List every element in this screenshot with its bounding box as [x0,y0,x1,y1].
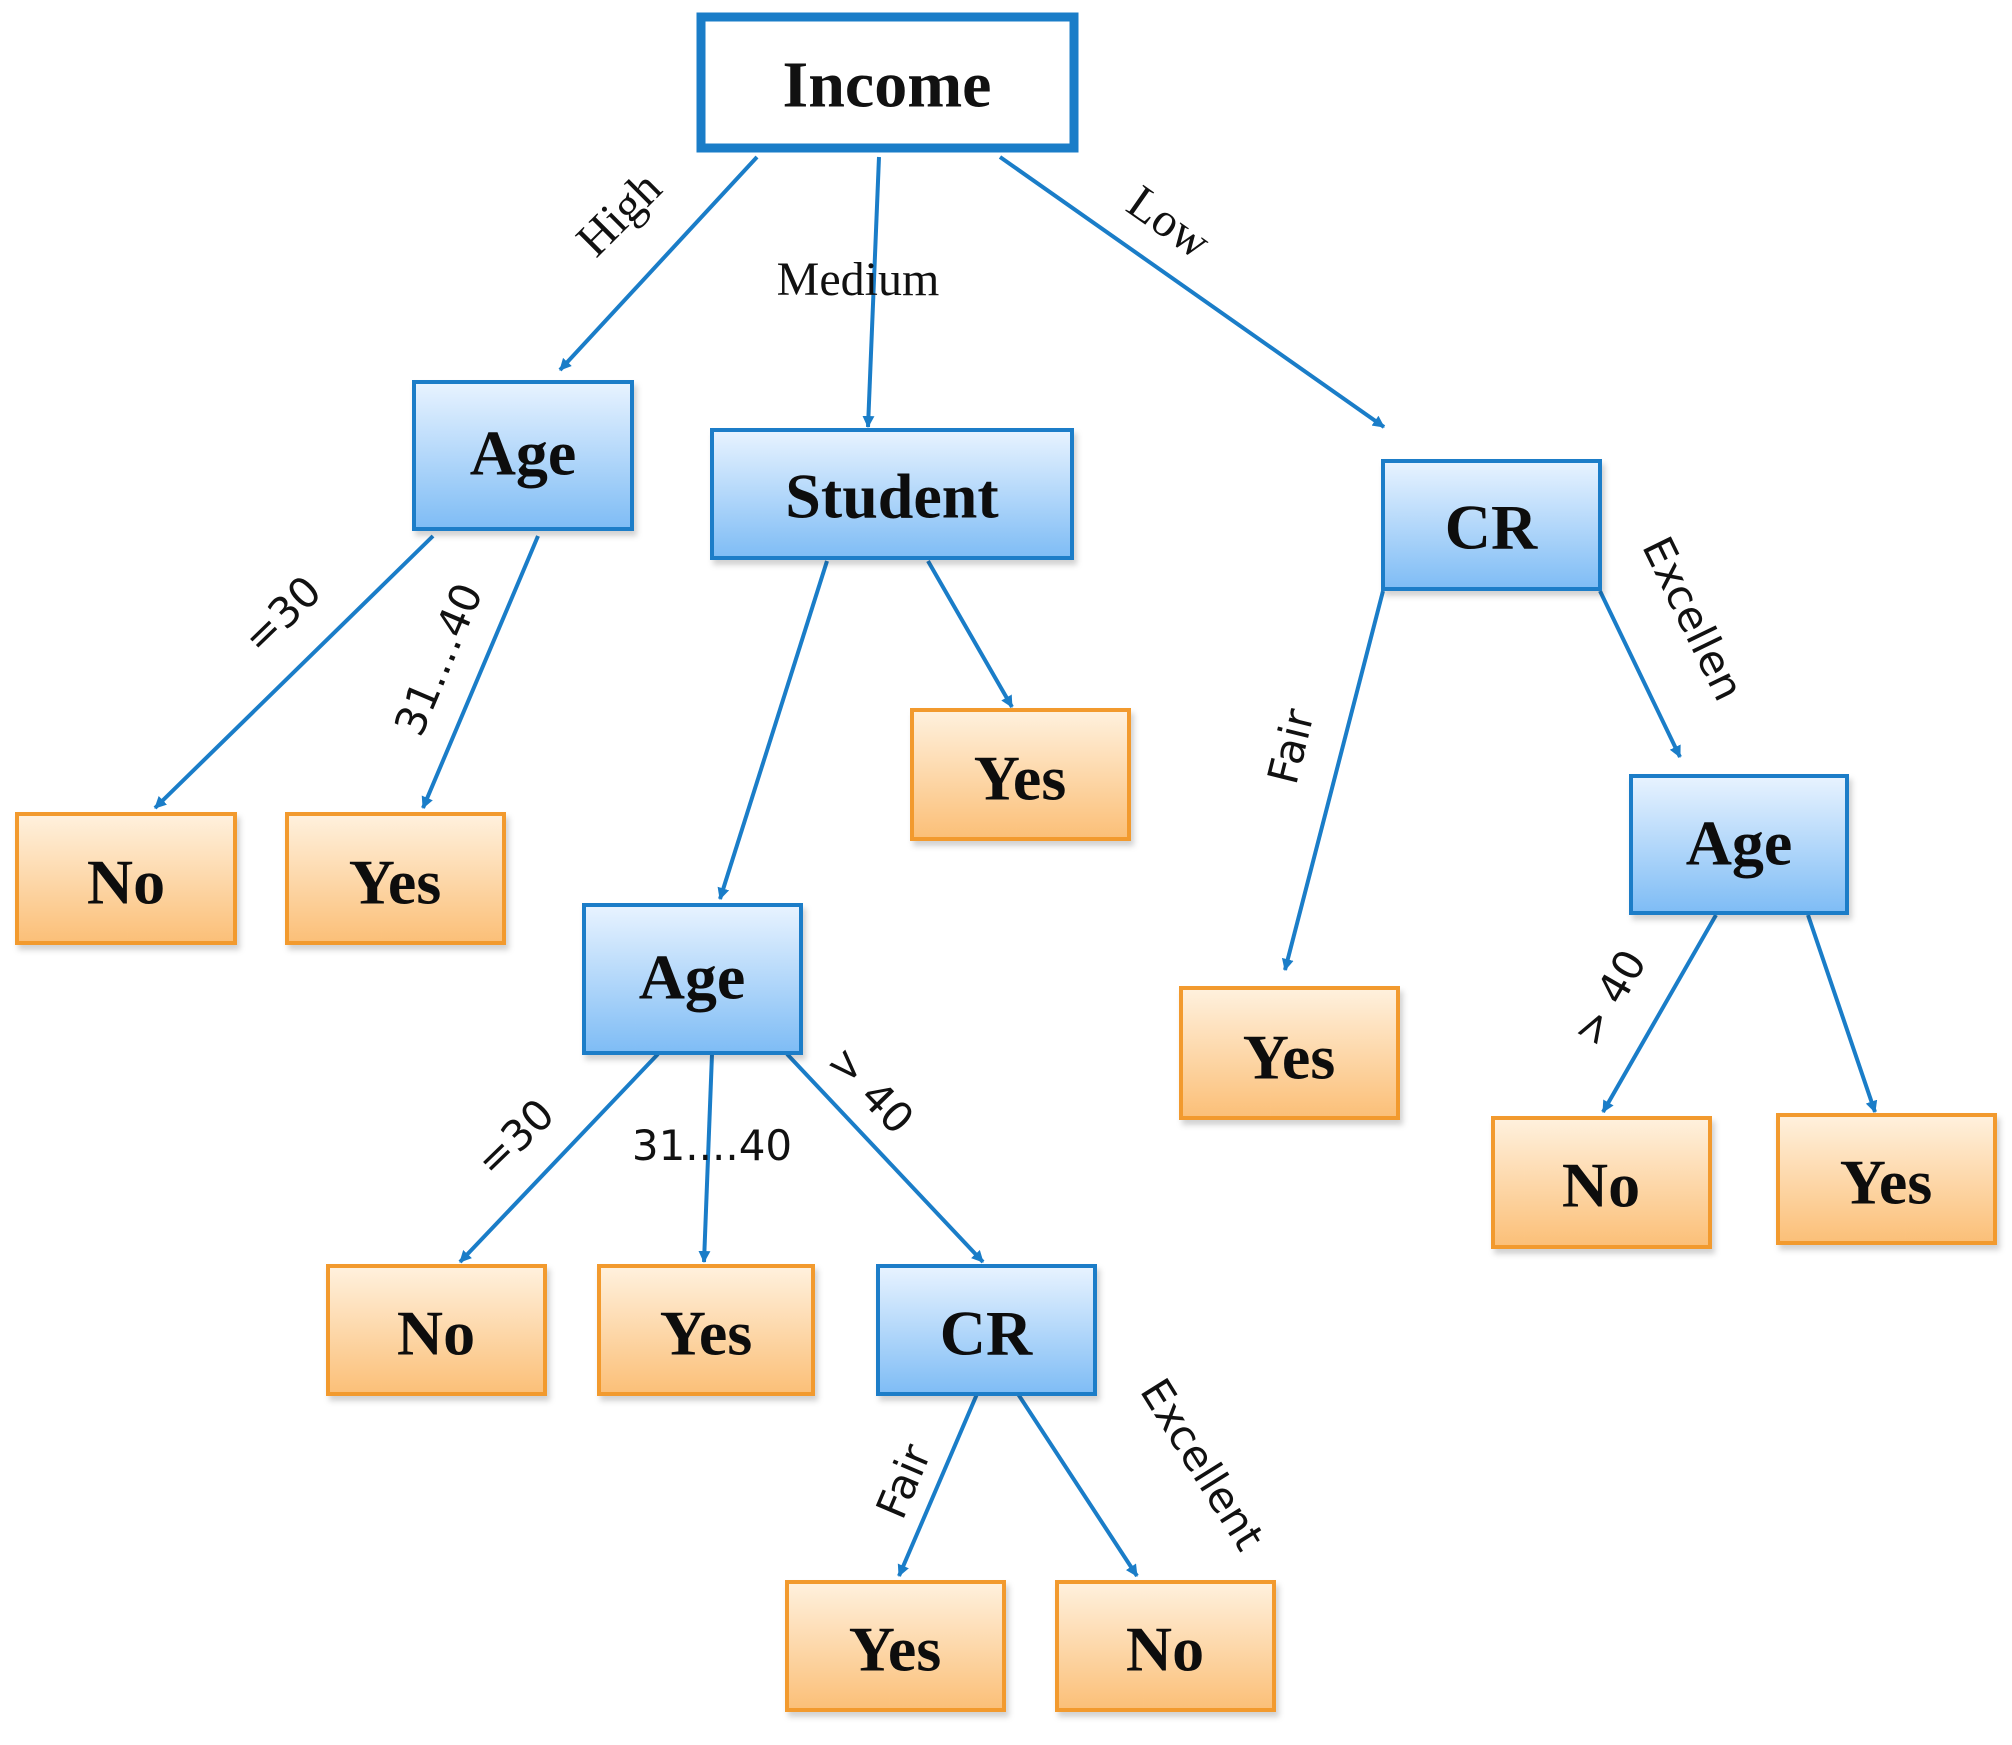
leaf-yes-6-label: Yes [849,1614,941,1685]
leaf-no-3: No [326,1264,547,1396]
leaf-yes-4-label: Yes [1840,1147,1932,1218]
leaf-no-2-label: No [1562,1150,1640,1221]
node-age-1-box [412,380,634,531]
node-income-label: Income [783,49,992,122]
leaf-no-1: No [15,812,237,945]
edge-age-yes [421,535,540,809]
leaf-no-4-box [1055,1580,1276,1712]
leaf-no-3-label: No [397,1298,475,1369]
leaf-no-3-box [326,1264,547,1396]
edges [153,155,1878,1578]
node-age-3: Age [1629,774,1849,915]
edge-age2-no [458,1052,660,1264]
node-cr-2-box [876,1264,1097,1396]
edge-age2-yes [698,1053,714,1263]
edge-label-low: Low [1118,175,1221,269]
edge-student-yes [926,560,1014,708]
node-cr-2-label: CR [940,1298,1033,1369]
leaf-yes-5: Yes [597,1264,815,1396]
leaf-no-2: No [1491,1116,1712,1249]
leaf-yes-1-box [285,812,506,945]
edge-label-age1-31-40: 31....40 [385,576,493,743]
leaf-yes-1: Yes [285,812,506,945]
edge-label-age3-gt40: > 40 [1563,941,1656,1054]
leaf-yes-5-label: Yes [660,1298,752,1369]
node-cr-1: CR [1381,459,1602,591]
leaf-yes-4: Yes [1776,1113,1997,1245]
edge-label-high: High [566,161,671,266]
node-age-2: Age [582,903,803,1055]
edge-age-no [153,534,435,810]
leaf-yes-2-label: Yes [974,743,1066,814]
node-age-1-label: Age [470,418,577,489]
leaf-yes-6: Yes [785,1580,1006,1712]
leaf-no-1-box [15,812,237,945]
edge-label-cr1-excellent: Excellen [1633,529,1754,708]
leaf-no-4: No [1055,1580,1276,1712]
edge-label-medium: Medium [777,253,940,306]
edge-income-cr [998,155,1386,429]
node-cr-2: CR [876,1264,1097,1396]
leaf-no-1-label: No [87,847,165,918]
node-age-2-label: Age [639,942,746,1013]
leaf-no-2-box [1491,1116,1712,1249]
leaf-yes-3-label: Yes [1243,1022,1335,1093]
leaf-yes-6-box [785,1580,1006,1712]
node-student-box [710,428,1074,560]
node-student: Student [710,428,1074,560]
edge-label-age2-31-40: 31....40 [632,1121,792,1170]
node-cr-1-box [1381,459,1602,591]
edge-student-age [717,560,829,900]
node-age-2-box [582,903,803,1055]
edge-age3-yes [1806,914,1878,1113]
edge-label-cr2-excellent: Excellent [1131,1370,1274,1559]
leaf-no-4-label: No [1126,1614,1204,1685]
node-cr-1-label: CR [1445,492,1538,563]
node-income-box [696,12,1079,153]
leaf-yes-2: Yes [910,708,1131,841]
node-age-3-label: Age [1686,808,1793,879]
edge-age3-no [1601,914,1718,1113]
edge-cr2-yes [897,1393,979,1577]
node-age-1: Age [412,380,634,531]
node-income: Income [696,12,1079,153]
leaf-yes-1-label: Yes [349,847,441,918]
edge-label-age2-le30: =30 [466,1089,564,1186]
nodes: Income Age Student CR No Yes Yes [15,12,1997,1712]
edge-label-age2-gt40: > 40 [817,1036,923,1143]
edge-cr-yes [1281,590,1385,971]
node-age-3-box [1629,774,1849,915]
leaf-yes-5-box [597,1264,815,1396]
leaf-yes-3-box [1179,986,1400,1120]
edge-age2-cr [785,1052,985,1264]
node-student-label: Student [785,461,999,532]
edge-label-cr1-fair: Fair [1258,703,1324,788]
edge-income-student [862,156,881,428]
edge-cr-age [1598,590,1682,758]
edge-income-age [558,155,759,372]
leaf-yes-2-box [910,708,1131,841]
edge-label-cr2-fair: Fair [866,1437,941,1526]
edge-cr2-no [1016,1392,1139,1578]
leaf-yes-3: Yes [1179,986,1400,1120]
leaf-yes-4-box [1776,1113,1997,1245]
